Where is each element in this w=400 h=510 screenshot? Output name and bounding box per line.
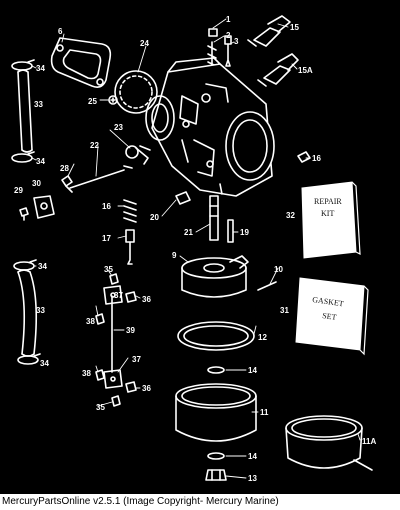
callout-33-upper: 33	[34, 100, 43, 109]
callout-21: 21	[184, 228, 193, 237]
gasket-set-label-line2: SET	[322, 311, 337, 322]
repair-kit-label-line1: REPAIR	[314, 197, 342, 206]
main-nozzle-part-21	[209, 195, 219, 241]
exploded-parts-diagram: REPAIR KIT GASKET SET 1 2 3 6 9 10 11 11…	[11, 15, 377, 483]
throttle-rod-part-22	[65, 165, 133, 193]
fitting-part-15a	[257, 53, 299, 87]
callout-17: 17	[102, 234, 111, 243]
callout-15: 15	[290, 23, 299, 32]
float-bowl-part-11	[175, 383, 257, 442]
callout-33-lower: 33	[36, 306, 45, 315]
callout-34-b: 34	[36, 157, 45, 166]
washer-part-14-lower	[207, 452, 225, 460]
hose-clamp-part-34-c	[13, 259, 37, 271]
flange-gasket-part-6	[50, 37, 112, 88]
callout-12: 12	[258, 333, 267, 342]
carburetor-body	[145, 57, 275, 197]
repair-kit-box-part-32: REPAIR KIT	[301, 181, 361, 259]
callout-labels: 1 2 3 6 9 10 11 11A 12 13 14 14 15 15A 1…	[14, 15, 376, 483]
callout-34-a: 34	[36, 64, 45, 73]
callout-10: 10	[274, 265, 283, 274]
callout-30: 30	[32, 179, 41, 188]
plug-part-1	[208, 28, 218, 37]
repair-kit-label-line2: KIT	[321, 209, 334, 218]
callout-2: 2	[226, 31, 231, 40]
plug-part-16	[297, 151, 311, 163]
fuel-hose-part-33-lower	[17, 269, 38, 357]
callout-34-c: 34	[38, 262, 47, 271]
fitting-part-15	[247, 15, 291, 47]
spring-part-16	[123, 199, 137, 223]
float-part-9	[181, 255, 249, 298]
hose-clamp-part-34-d	[17, 353, 41, 365]
callout-11: 11	[260, 408, 269, 417]
callout-22: 22	[90, 141, 99, 150]
float-pin-part-10	[257, 281, 277, 291]
washer-part-14-upper	[207, 366, 225, 374]
callout-11a: 11A	[362, 437, 376, 446]
link-bracket-part-37-lower	[103, 369, 123, 389]
callout-3: 3	[234, 37, 239, 46]
callout-38-upper: 38	[86, 317, 95, 326]
throttle-plate-part-24	[114, 70, 158, 114]
callout-32: 32	[286, 211, 295, 220]
callout-38-lower: 38	[82, 369, 91, 378]
clip-part-28	[61, 175, 73, 187]
callout-29: 29	[14, 186, 23, 195]
callout-13: 13	[248, 474, 257, 483]
callout-9: 9	[172, 251, 177, 260]
screw-part-36-lower	[125, 381, 137, 393]
fuel-hose-part-33-upper	[17, 69, 33, 153]
callout-25: 25	[88, 97, 97, 106]
bracket-part-30	[33, 195, 55, 219]
screw-part-38-upper	[95, 313, 105, 325]
callout-14-lower: 14	[248, 452, 257, 461]
screw-part-38-lower	[95, 369, 105, 381]
callout-14-upper: 14	[248, 366, 257, 375]
callout-16-left: 16	[102, 202, 111, 211]
copyright-caption: MercuryPartsOnline v2.5.1 (Image Copyrig…	[0, 494, 400, 510]
gasket-set-label-line1: GASKET	[312, 295, 345, 308]
callout-1: 1	[226, 15, 231, 24]
nut-part-13	[205, 469, 227, 481]
callout-39: 39	[126, 326, 135, 335]
callout-20: 20	[150, 213, 159, 222]
callout-31: 31	[280, 306, 289, 315]
gasket-set-box-part-31: GASKET SET	[295, 277, 369, 356]
needle-part-17	[125, 229, 135, 265]
callout-37-upper: 37	[114, 291, 123, 300]
callout-34-d: 34	[40, 359, 49, 368]
clip-part-35-lower	[111, 395, 121, 407]
callout-23: 23	[114, 123, 123, 132]
needle-part-3	[224, 35, 232, 67]
link-bracket-part-37-upper	[103, 285, 123, 305]
screw-part-20	[175, 191, 191, 205]
callout-36-upper: 36	[142, 295, 151, 304]
callout-36-lower: 36	[142, 384, 151, 393]
callout-leaders	[31, 18, 361, 479]
callout-16-right: 16	[312, 154, 321, 163]
callout-6: 6	[58, 27, 63, 36]
callout-19: 19	[240, 228, 249, 237]
callout-37-lower: 37	[132, 355, 141, 364]
clip-part-35-upper	[109, 273, 119, 285]
bowl-gasket-part-12	[177, 321, 255, 351]
screw-part-36-upper	[125, 291, 137, 303]
callout-28: 28	[60, 164, 69, 173]
screw-part-29	[19, 207, 29, 221]
float-bowl-part-11a	[285, 415, 373, 471]
callout-24: 24	[140, 39, 149, 48]
pin-part-19	[227, 219, 234, 243]
callout-15a: 15A	[298, 66, 313, 75]
callout-35-lower: 35	[96, 403, 105, 412]
hose-clamp-part-34-a	[11, 59, 35, 71]
hose-clamp-part-34-b	[11, 151, 35, 163]
lever-part-23	[125, 145, 151, 165]
callout-35-upper: 35	[104, 265, 113, 274]
